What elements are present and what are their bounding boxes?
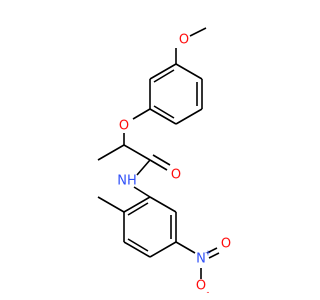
bond-ch-carbonyl-c (123, 144, 151, 161)
nitro-oxygen-top-label: O (221, 237, 231, 252)
bonds (97, 27, 220, 279)
amide-nh-label: NH (117, 174, 137, 189)
bond-ring1-c1-c2 (175, 63, 203, 80)
bond-ch-methyl (97, 144, 125, 161)
bond-nitro-n-o-top-b (208, 252, 220, 259)
bond-ring-methyl (97, 196, 125, 213)
bond-ring2-c1-c2 (123, 196, 151, 213)
bond-ring-ether-o (132, 108, 151, 120)
carbonyl-oxygen-label: O (171, 168, 181, 183)
ether-oxygen-label: O (119, 119, 129, 134)
bond-ring2-c4-c5 (149, 241, 177, 258)
chemical-structure-diagram: O O O NH N + O O - (97, 27, 232, 297)
bond-ring2-c3-c4 (123, 241, 151, 258)
bond-carbonyl-c-n (136, 159, 151, 176)
bond-ring1-c3-c4 (175, 108, 203, 125)
bond-carbonyl-double-b (152, 154, 171, 166)
nitro-nitrogen-label: N (196, 252, 206, 267)
bond-ring1-c4-c5-inner (153, 105, 175, 119)
bond-ring1-c6-c1 (149, 63, 177, 80)
bond-ring-nitro-n (175, 241, 196, 254)
bond-ring2-c6-c1 (149, 196, 177, 213)
bond-nitro-n-o-top-a (206, 247, 218, 254)
bond-ring2-c3-c4-inner (127, 238, 149, 252)
bond-ring1-c4-c5 (149, 108, 177, 125)
nitro-nitrogen-charge: + (205, 249, 212, 258)
nitro-oxygen-bottom-label: O (196, 279, 206, 294)
atom-labels: O O O NH N + O O - (117, 33, 231, 297)
nitro-oxygen-bottom-charge: - (207, 288, 210, 297)
bond-carbonyl-double-a (149, 159, 168, 171)
bond-n-ring (133, 186, 151, 198)
bond-methyl-methoxy-o (189, 27, 207, 37)
bond-ring1-c6-c1-inner (153, 69, 175, 83)
methoxy-oxygen-label: O (179, 33, 189, 48)
bond-ring2-c1-c2-inner (127, 202, 149, 216)
